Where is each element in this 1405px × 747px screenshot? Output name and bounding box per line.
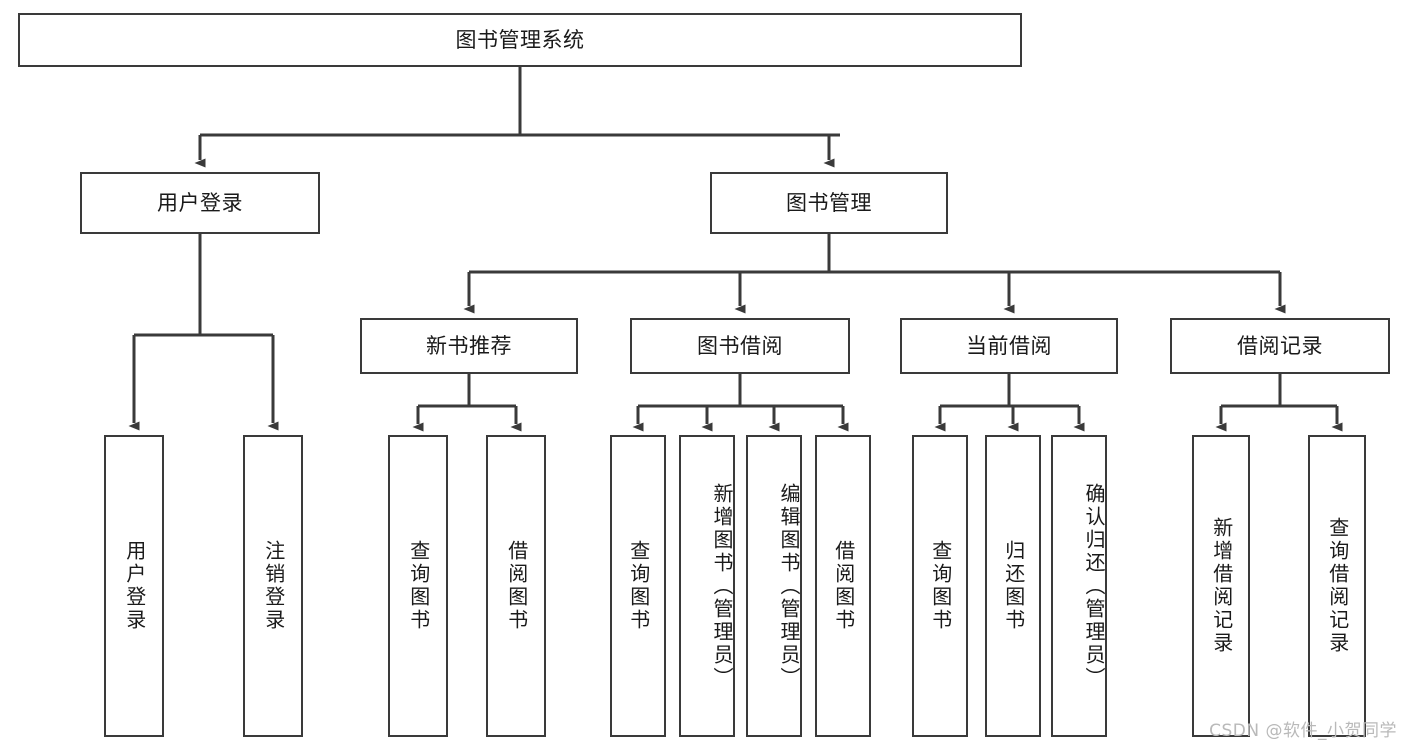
node-user-login-label: 用户登录 <box>157 190 243 215</box>
leaf-user-login[interactable]: 用户登录 <box>104 435 164 737</box>
leaf-edit-book-admin[interactable]: 编辑图书（管理员） <box>746 435 802 737</box>
node-new-book-recommend[interactable]: 新书推荐 <box>360 318 578 374</box>
leaf-query-borrow-record-label: 查询借阅记录 <box>1325 517 1350 655</box>
leaf-borrow-books-new-label: 借阅图书 <box>504 540 529 632</box>
leaf-add-book-admin-label: 新增图书（管理员） <box>710 482 734 690</box>
node-new-book-recommend-label: 新书推荐 <box>426 333 512 358</box>
node-root[interactable]: 图书管理系统 <box>18 13 1022 67</box>
leaf-user-logout[interactable]: 注销登录 <box>243 435 303 737</box>
leaf-query-books-new-label: 查询图书 <box>406 540 431 632</box>
node-current-borrow[interactable]: 当前借阅 <box>900 318 1118 374</box>
leaf-borrow-books-label: 借阅图书 <box>831 540 856 632</box>
node-book-management-label: 图书管理 <box>786 190 872 215</box>
node-current-borrow-label: 当前借阅 <box>966 333 1052 358</box>
leaf-query-books-new[interactable]: 查询图书 <box>388 435 448 737</box>
leaf-return-books-label: 归还图书 <box>1001 540 1026 632</box>
leaf-add-borrow-record[interactable]: 新增借阅记录 <box>1192 435 1250 737</box>
leaf-edit-book-admin-label: 编辑图书（管理员） <box>777 482 801 690</box>
leaf-query-borrow-record[interactable]: 查询借阅记录 <box>1308 435 1366 737</box>
leaf-confirm-return-admin[interactable]: 确认归还（管理员） <box>1051 435 1107 737</box>
leaf-user-login-label: 用户登录 <box>122 540 147 632</box>
node-book-borrow[interactable]: 图书借阅 <box>630 318 850 374</box>
leaf-borrow-books-new[interactable]: 借阅图书 <box>486 435 546 737</box>
node-book-borrow-label: 图书借阅 <box>697 333 783 358</box>
leaf-query-books-borrow-label: 查询图书 <box>626 540 651 632</box>
leaf-add-borrow-record-label: 新增借阅记录 <box>1209 517 1234 655</box>
leaf-query-books-current-label: 查询图书 <box>928 540 953 632</box>
leaf-user-logout-label: 注销登录 <box>261 540 286 632</box>
leaf-query-books-borrow[interactable]: 查询图书 <box>610 435 666 737</box>
node-borrow-records-label: 借阅记录 <box>1237 333 1323 358</box>
leaf-confirm-return-admin-label: 确认归还（管理员） <box>1082 482 1106 690</box>
node-root-label: 图书管理系统 <box>455 27 585 52</box>
node-user-login[interactable]: 用户登录 <box>80 172 320 234</box>
node-book-management[interactable]: 图书管理 <box>710 172 948 234</box>
leaf-add-book-admin[interactable]: 新增图书（管理员） <box>679 435 735 737</box>
leaf-query-books-current[interactable]: 查询图书 <box>912 435 968 737</box>
leaf-return-books[interactable]: 归还图书 <box>985 435 1041 737</box>
leaf-borrow-books[interactable]: 借阅图书 <box>815 435 871 737</box>
csdn-watermark: CSDN @软件_小贺同学 <box>1209 721 1397 741</box>
node-borrow-records[interactable]: 借阅记录 <box>1170 318 1390 374</box>
